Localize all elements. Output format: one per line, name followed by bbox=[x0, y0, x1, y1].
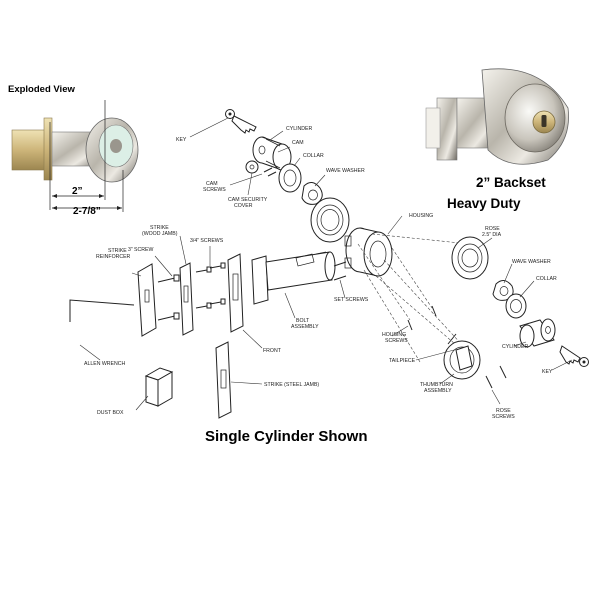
cam-security-cover bbox=[245, 160, 259, 174]
label-housing-screws-1: HOUSING bbox=[382, 332, 406, 338]
label-cam: CAM bbox=[292, 140, 304, 146]
bolt-front-plate bbox=[11, 129, 47, 171]
label-dust-box: DUST BOX bbox=[97, 410, 124, 416]
collar-bottom bbox=[505, 293, 527, 319]
thumbturn-assembly bbox=[443, 333, 481, 380]
top-cylinder-group: KEY CYLINDER CAM COLLAR WAVE WASHER CAM … bbox=[176, 109, 365, 243]
label-allen-wrench: ALLEN WRENCH bbox=[84, 361, 125, 367]
heavy-duty-heading: Heavy Duty bbox=[447, 196, 521, 211]
rose-screw bbox=[499, 365, 507, 379]
label-housing: HOUSING bbox=[409, 213, 433, 219]
set-screw bbox=[333, 261, 347, 267]
label-rose-2: 2.5” DIA bbox=[482, 232, 502, 238]
cylinder-top bbox=[252, 136, 292, 171]
three-quarter-screws bbox=[195, 262, 226, 309]
label-thumbturn-2: ASSEMBLY bbox=[424, 388, 452, 394]
set-screw bbox=[333, 275, 347, 281]
cam-screw bbox=[263, 167, 273, 173]
label-cylinder-bottom: CYLINDER bbox=[502, 344, 528, 350]
key-icon-top bbox=[225, 109, 257, 134]
keyhole-icon bbox=[541, 115, 547, 127]
strike-wood-jamb bbox=[179, 262, 194, 336]
label-strike-reinforcer-1: STRIKE bbox=[108, 248, 127, 254]
collar-top bbox=[278, 163, 302, 193]
label-strike-reinforcer-2: REINFORCER bbox=[96, 254, 131, 260]
label-cam-security-1: CAM SECURITY bbox=[228, 197, 268, 203]
caption-single-cylinder: Single Cylinder Shown bbox=[205, 428, 368, 445]
exploded-view-heading: Exploded View bbox=[8, 84, 75, 95]
label-key-top: KEY bbox=[176, 137, 187, 143]
label-collar-bottom: COLLAR bbox=[536, 276, 557, 282]
strike-steel-jamb bbox=[215, 341, 232, 419]
bolt-assembly bbox=[251, 251, 336, 305]
label-rose-screws-1: ROSE bbox=[496, 408, 511, 414]
label-tailpiece: TAILPIECE bbox=[389, 358, 416, 364]
cam-screw bbox=[267, 171, 277, 177]
label-cylinder-top: CYLINDER bbox=[286, 126, 312, 132]
exploded-view-photo: Exploded View 2” 2-7/8” bbox=[8, 84, 139, 217]
label-wave-washer-bottom: WAVE WASHER bbox=[512, 259, 551, 265]
label-strike-steel: STRIKE (STEEL JAMB) bbox=[264, 382, 319, 388]
label-housing-screws-2: SCREWS bbox=[385, 338, 408, 344]
right-cylinder-group: ROSE 2.5” DIA WAVE WASHER COLLAR HOUSING… bbox=[382, 226, 589, 420]
wave-washer-top bbox=[301, 182, 323, 205]
housing bbox=[344, 227, 393, 277]
bolt-faceplate bbox=[43, 117, 53, 181]
key-icon-bottom bbox=[559, 345, 589, 367]
label-cam-screws-1: CAM bbox=[206, 181, 218, 187]
label-cam-security-2: COVER bbox=[234, 203, 253, 209]
label-three-inch-screw: 3” SCREW bbox=[128, 247, 153, 253]
rose-screw bbox=[485, 375, 493, 389]
label-key-bottom: KEY bbox=[542, 369, 553, 375]
cylinder-bottom bbox=[519, 318, 556, 348]
backset-dimension: 2” bbox=[72, 186, 83, 197]
dust-box bbox=[144, 367, 174, 407]
allen-wrench bbox=[69, 299, 135, 322]
housing-screw bbox=[431, 305, 437, 317]
label-bolt-assembly-1: BOLT bbox=[296, 318, 310, 324]
total-dimension: 2-7/8” bbox=[73, 206, 101, 217]
rose-top bbox=[310, 197, 350, 243]
deadbolt-photo: 2” Backset Heavy Duty bbox=[425, 68, 569, 211]
label-strike-wood-2: (WOOD JAMB) bbox=[142, 231, 178, 237]
label-thumbturn-1: THUMBTURN bbox=[420, 382, 453, 388]
front-plate bbox=[227, 253, 244, 333]
three-inch-screws bbox=[157, 274, 180, 321]
backset-heading: 2” Backset bbox=[476, 175, 546, 190]
label-wave-washer-top: WAVE WASHER bbox=[326, 168, 365, 174]
label-three-quarter-screws: 3/4” SCREWS bbox=[190, 238, 224, 244]
middle-assembly: STRIKE (WOOD JAMB) 3” SCREW 3/4” SCREWS … bbox=[69, 213, 477, 419]
label-strike-wood-1: STRIKE bbox=[150, 225, 169, 231]
label-collar-top: COLLAR bbox=[303, 153, 324, 159]
label-cam-screws-2: SCREWS bbox=[203, 187, 226, 193]
housing-screw bbox=[407, 319, 413, 331]
label-rose-1: ROSE bbox=[485, 226, 500, 232]
deadbolt-bolt bbox=[425, 107, 441, 149]
label-rose-screws-2: SCREWS bbox=[492, 414, 515, 420]
label-set-screws: SET SCREWS bbox=[334, 297, 369, 303]
housing-core bbox=[110, 139, 122, 153]
label-bolt-assembly-2: ASSEMBLY bbox=[291, 324, 319, 330]
label-front: FRONT bbox=[263, 348, 282, 354]
strike-reinforcer bbox=[137, 263, 157, 337]
rose-bottom bbox=[451, 236, 489, 280]
